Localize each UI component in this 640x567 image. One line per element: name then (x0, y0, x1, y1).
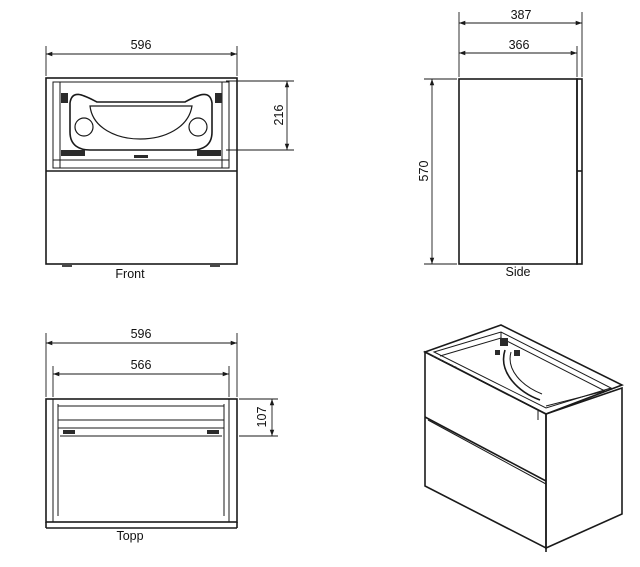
front-siphon-curve (89, 105, 193, 140)
front-view-label: Front (115, 267, 145, 281)
side-cabinet-outline (458, 78, 578, 265)
side-depth-outer-value: 387 (511, 8, 532, 22)
top-back-rail (57, 405, 225, 421)
front-basin-cutout (69, 93, 213, 151)
top-bracket-left (63, 430, 75, 434)
front-slide-right (197, 150, 221, 156)
iso-front-face (424, 350, 547, 550)
front-hole-left (74, 117, 94, 137)
front-view: 596 216 Front (45, 38, 294, 281)
top-depth-value: 107 (255, 407, 269, 428)
side-height-value: 570 (417, 161, 431, 182)
front-center-clip (134, 155, 148, 158)
isometric-view (422, 324, 624, 552)
front-hole-right (188, 117, 208, 137)
iso-siphon-curve (502, 349, 541, 401)
front-width-value: 596 (131, 38, 152, 52)
top-width-inner-value: 566 (131, 358, 152, 372)
iso-top-rim (422, 324, 624, 415)
side-depth-inner-value: 366 (509, 38, 530, 52)
front-slide-left (61, 150, 85, 156)
iso-side-face (545, 386, 623, 550)
side-view: 387 366 570 Side (417, 8, 583, 279)
front-height-value: 216 (272, 105, 286, 126)
iso-bracket-mid (514, 350, 520, 356)
iso-drawer-split (424, 416, 547, 482)
side-view-label: Side (505, 265, 530, 279)
top-view-label: Topp (116, 529, 143, 543)
top-cabinet-outline (45, 398, 238, 523)
top-width-outer-value: 596 (131, 327, 152, 341)
front-bracket-tr (215, 93, 222, 103)
front-drawer-inner (52, 81, 230, 169)
front-bracket-tl (61, 93, 68, 103)
iso-bracket-back (500, 338, 508, 346)
top-view: 596 566 107 Topp (45, 327, 278, 543)
top-bracket-right (207, 430, 219, 434)
